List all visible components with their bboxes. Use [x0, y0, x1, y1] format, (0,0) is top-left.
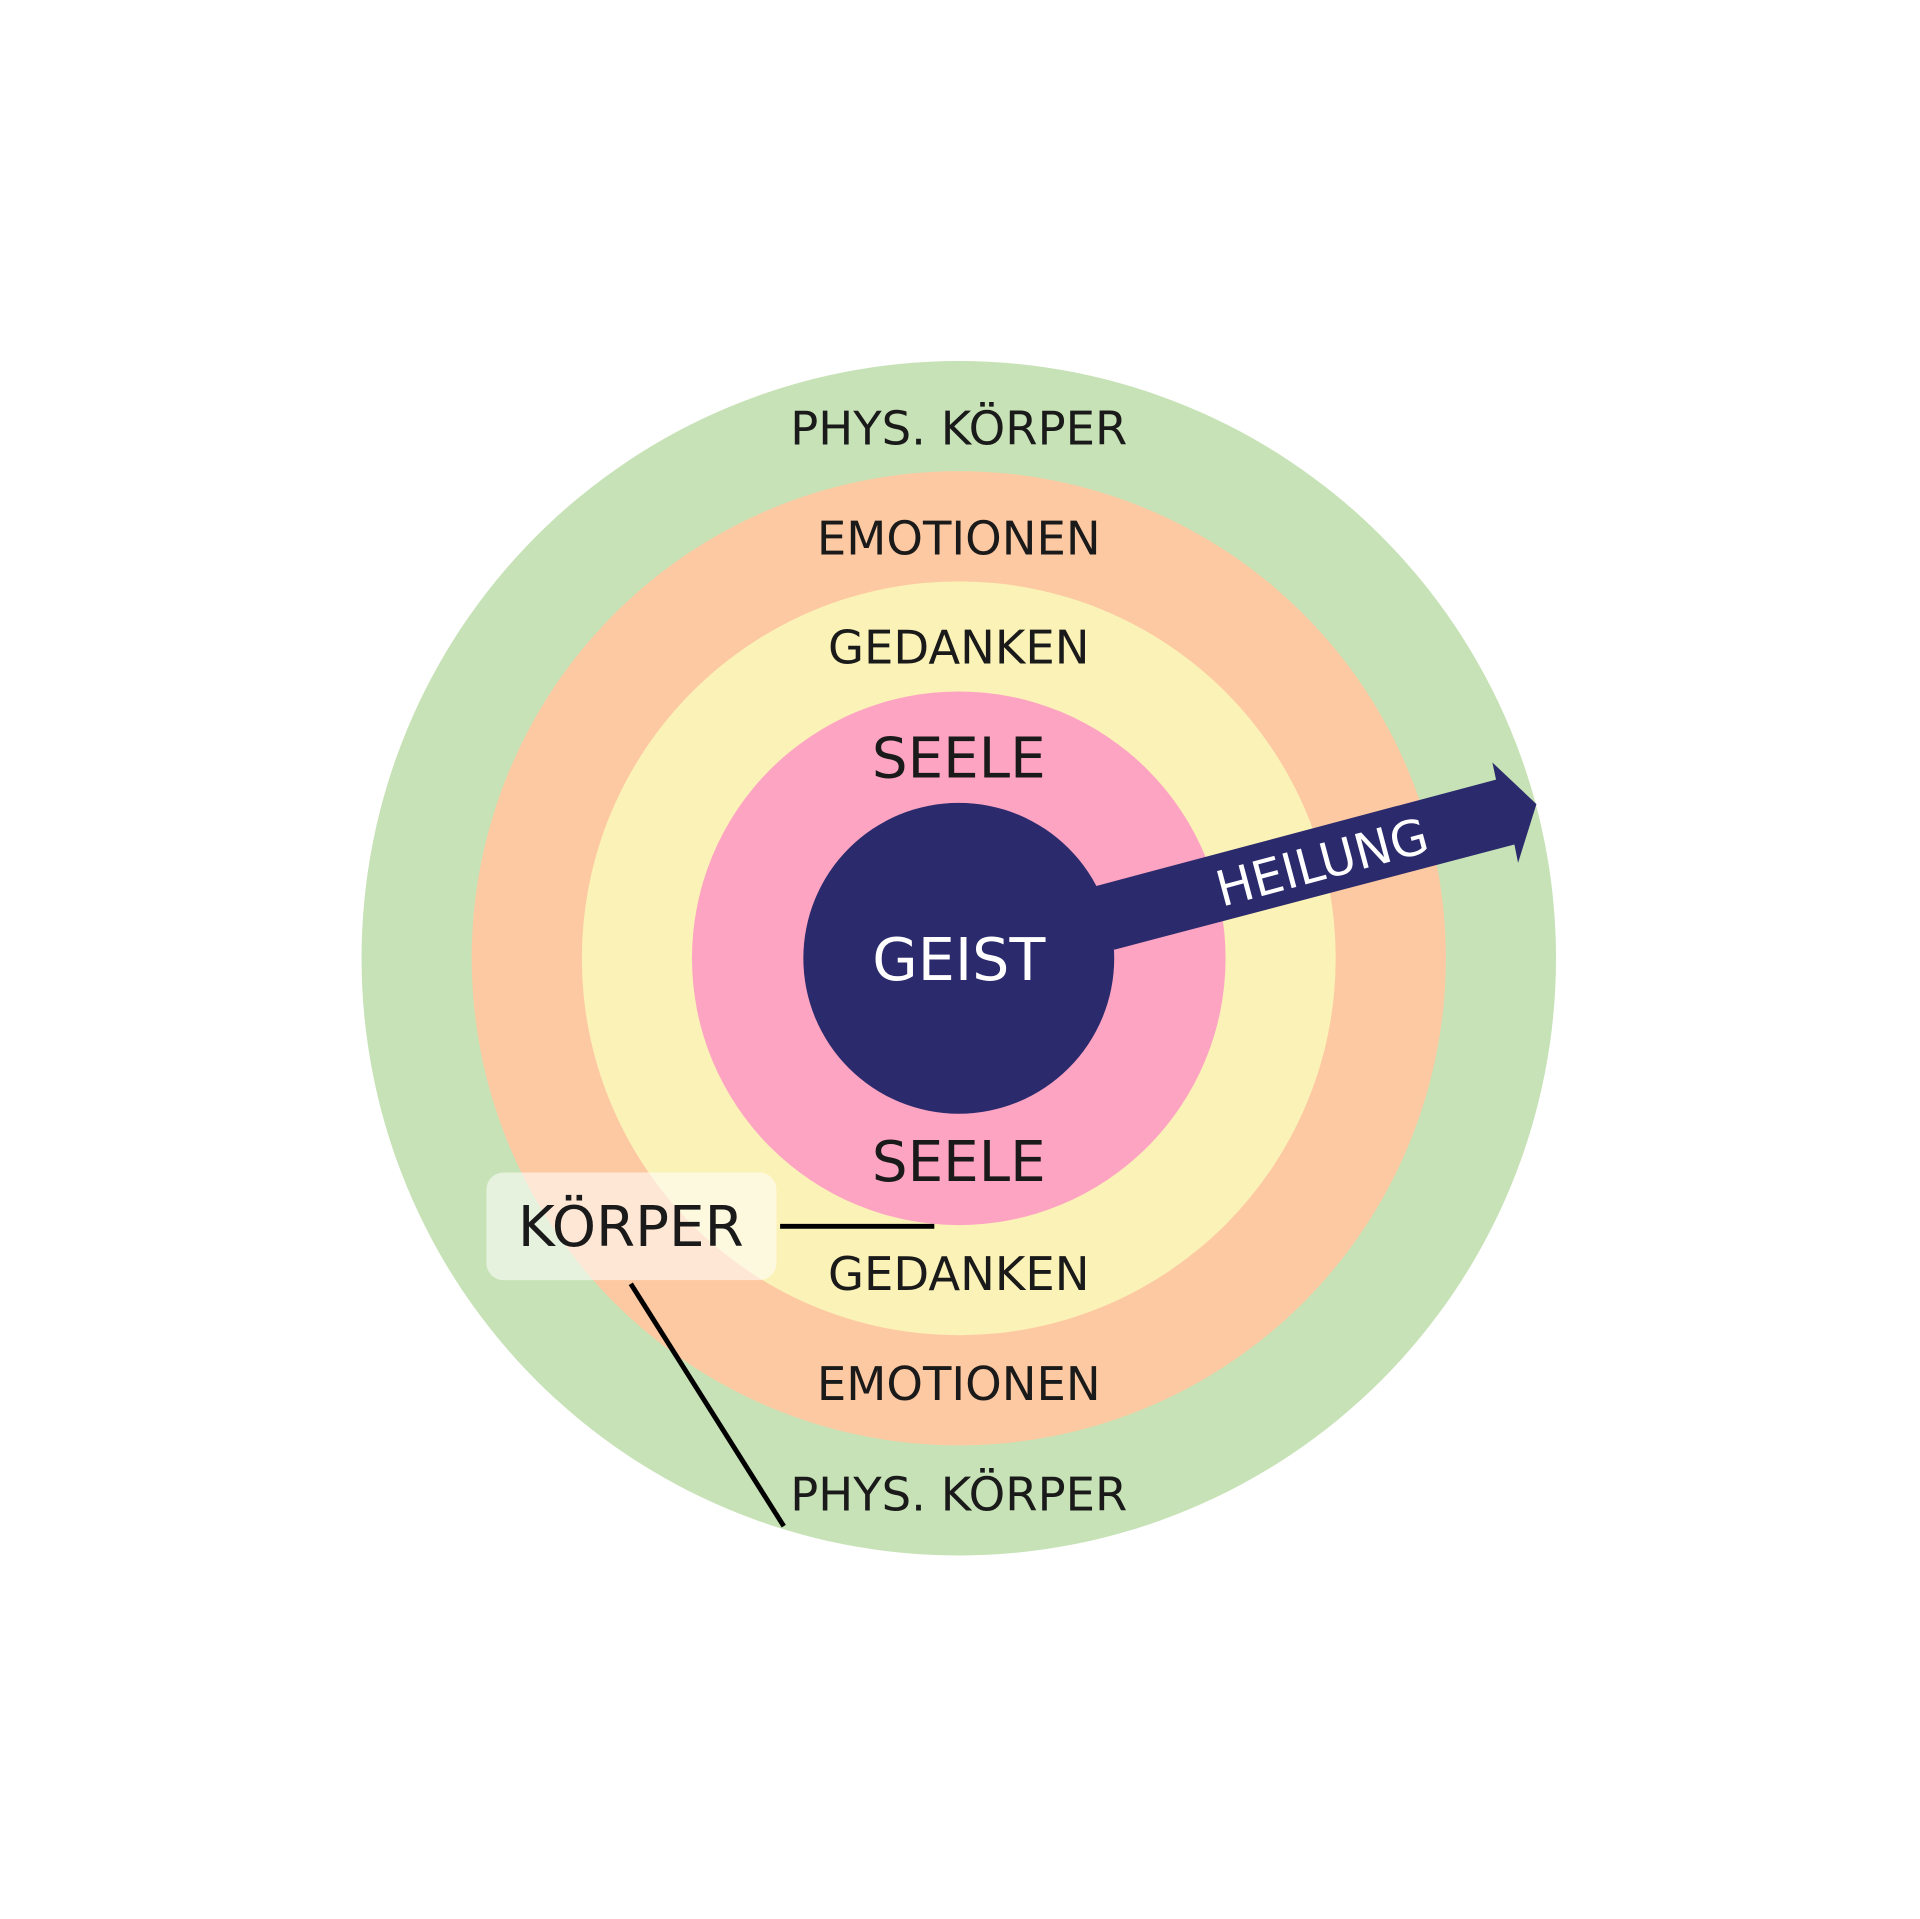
label-phys-koerper-top: PHYS. KÖRPER [790, 401, 1127, 455]
label-emotionen-top: EMOTIONEN [817, 511, 1101, 565]
label-seele-bottom: SEELE [872, 1130, 1046, 1195]
label-emotionen-bottom: EMOTIONEN [817, 1357, 1101, 1411]
core-geist [803, 802, 1115, 1114]
label-gedanken-top: GEDANKEN [828, 620, 1090, 674]
label-phys-koerper-bottom: PHYS. KÖRPER [790, 1467, 1127, 1521]
koerper-callout-box [486, 1172, 777, 1281]
heilung-arrow [1095, 762, 1537, 950]
koerper-callout-label: KÖRPER [518, 1193, 744, 1260]
label-gedanken-bottom: GEDANKEN [828, 1247, 1090, 1301]
label-seele-top: SEELE [872, 726, 1046, 791]
label-geist: GEIST [872, 925, 1046, 994]
callout-line-diagonal [628, 1282, 786, 1528]
